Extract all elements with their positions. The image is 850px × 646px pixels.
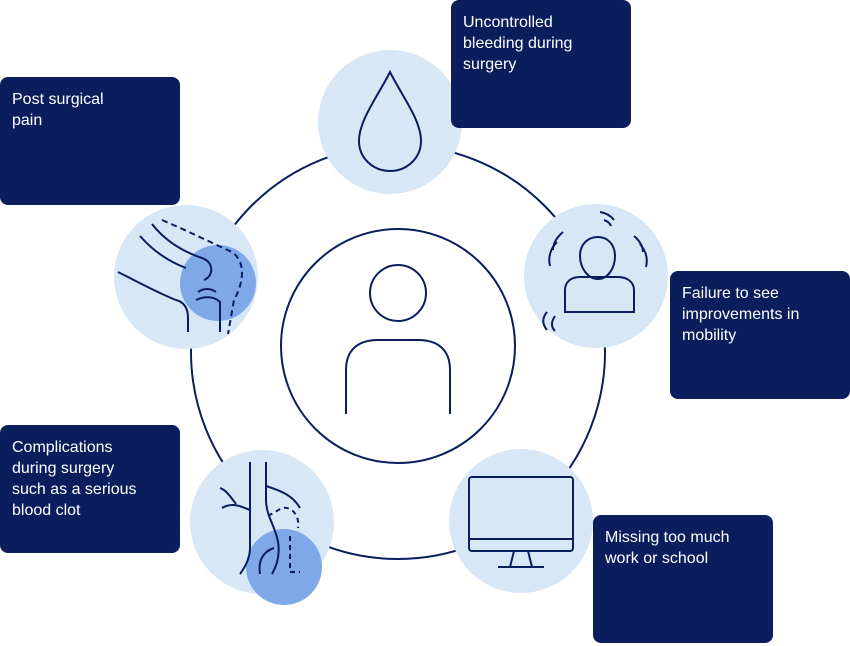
- shaking-person-icon: [542, 211, 648, 332]
- work-label: Missing too much work or school: [593, 515, 773, 643]
- mobility-label: Failure to see improvements in mobility: [670, 271, 850, 399]
- blood-drop-icon: [357, 69, 423, 173]
- bleeding-label: Uncontrolled bleeding during surgery: [451, 0, 631, 128]
- clot-highlight: [246, 529, 322, 605]
- knee-joint-icon: [117, 219, 243, 335]
- blood-vessel-icon: [219, 462, 301, 575]
- person-icon: [345, 264, 451, 414]
- clot-label: Complications during surgery such as a s…: [0, 425, 180, 553]
- computer-monitor-icon: [468, 476, 574, 568]
- bleeding-circle: [318, 50, 462, 194]
- work-circle: [449, 449, 593, 593]
- pain-highlight: [180, 245, 256, 321]
- center-circle: [280, 228, 516, 464]
- pain-label: Post surgical pain: [0, 77, 180, 205]
